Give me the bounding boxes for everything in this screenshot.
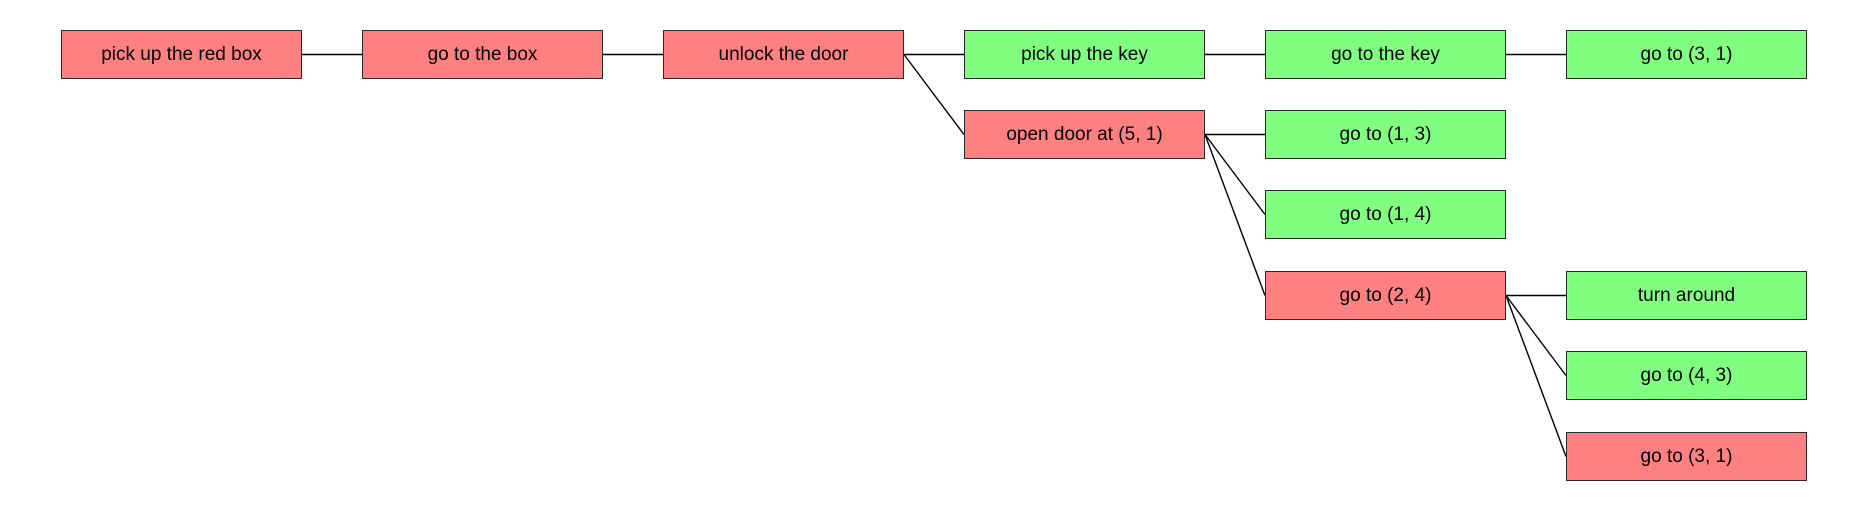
node-open-door-at-5-1: open door at (5, 1)	[964, 110, 1205, 159]
tree-edge	[903, 54, 965, 135]
node-turn-around: turn around	[1566, 271, 1807, 320]
node-go-to-1-3: go to (1, 3)	[1265, 110, 1506, 159]
node-go-to-1-4: go to (1, 4)	[1265, 190, 1506, 239]
node-go-to-4-3: go to (4, 3)	[1566, 351, 1807, 400]
node-pick-up-the-red-box: pick up the red box	[61, 30, 302, 79]
node-go-to-the-key: go to the key	[1265, 30, 1506, 79]
tree-edge	[1204, 134, 1266, 215]
node-pick-up-the-key: pick up the key	[964, 30, 1205, 79]
tree-edge	[1505, 295, 1567, 376]
node-unlock-the-door: unlock the door	[663, 30, 904, 79]
node-go-to-3-1-top: go to (3, 1)	[1566, 30, 1807, 79]
node-go-to-2-4: go to (2, 4)	[1265, 271, 1506, 320]
node-go-to-the-box: go to the box	[362, 30, 603, 79]
tree-edge	[1505, 295, 1567, 457]
node-go-to-3-1-bottom: go to (3, 1)	[1566, 432, 1807, 481]
tree-edge	[1204, 134, 1266, 296]
